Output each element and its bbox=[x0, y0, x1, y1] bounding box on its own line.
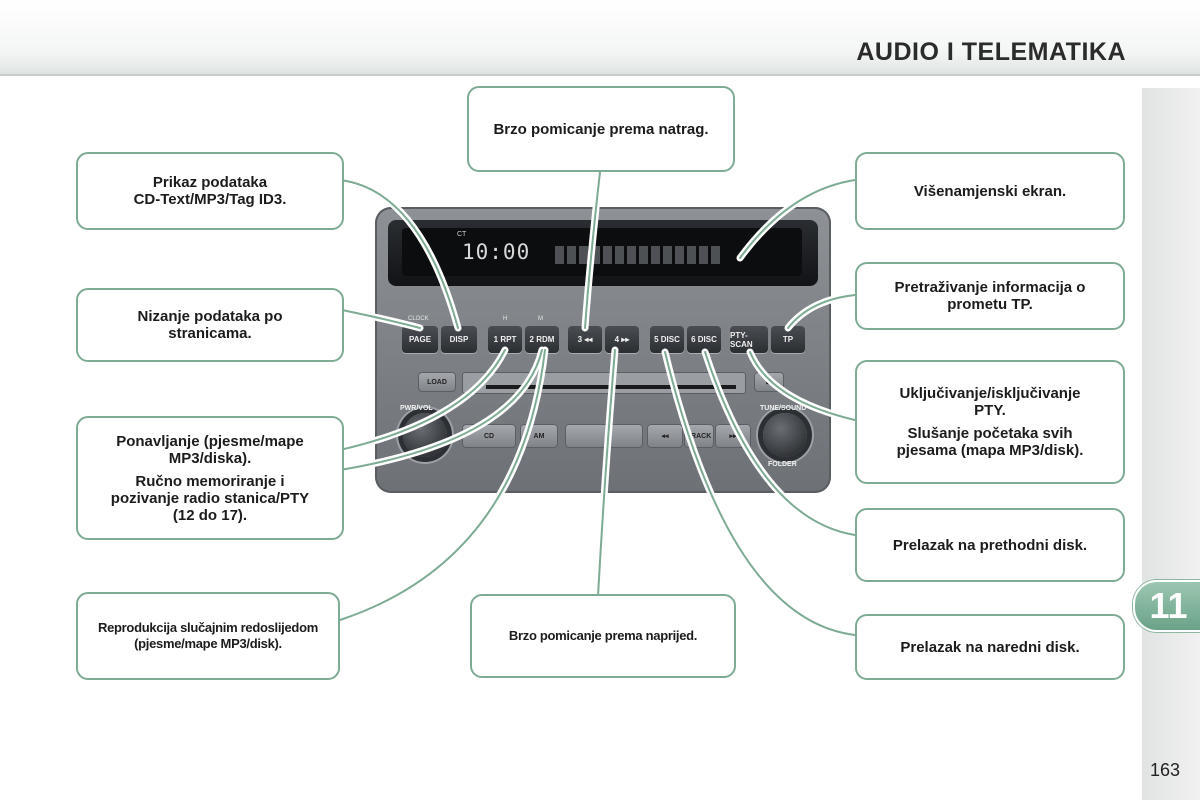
callout-cd-text-line1: Prikaz podataka bbox=[152, 174, 268, 191]
pwr-vol-label: PWR/VOL bbox=[400, 405, 433, 412]
callout-tp-line1: Pretraživanje informacija o bbox=[894, 279, 1086, 296]
leader-pty bbox=[746, 348, 859, 424]
callout-random: Reprodukcija slučajnim redoslijedom (pje… bbox=[76, 592, 340, 680]
callout-forward-text: Brzo pomicanje prema naprijed. bbox=[508, 628, 698, 643]
callout-repeat-line1: Ponavljanje (pjesme/mape bbox=[116, 432, 304, 450]
callout-forward: Brzo pomicanje prema naprijed. bbox=[470, 594, 736, 678]
callout-pty-line1: Uključivanje/isključivanje bbox=[899, 385, 1081, 402]
chapter-tab[interactable]: 11 bbox=[1133, 580, 1200, 632]
leader-tp bbox=[784, 291, 859, 332]
callout-memory-line1: Ručno memoriranje i bbox=[135, 472, 285, 490]
callout-cd-text: Prikaz podataka CD-Text/MP3/Tag ID3. bbox=[76, 152, 344, 230]
leader-screen bbox=[736, 176, 859, 262]
callout-memory-line2: pozivanje radio stanica/PTY bbox=[110, 489, 310, 507]
page-number: 163 bbox=[1150, 760, 1181, 780]
callout-tp-line2: prometu TP. bbox=[947, 296, 1033, 313]
leader-next-disc bbox=[661, 348, 859, 639]
header-band bbox=[0, 0, 1200, 76]
callout-random-line1: Reprodukcija slučajnim redoslijedom bbox=[98, 620, 318, 635]
tune-sound-knob[interactable] bbox=[763, 413, 807, 457]
callout-pty-line2: PTY. bbox=[974, 402, 1006, 419]
callout-screen-text: Višenamjenski ekran. bbox=[913, 182, 1067, 200]
display-clock: 10:00 bbox=[462, 240, 531, 264]
callout-paging: Nizanje podataka po stranicama. bbox=[76, 288, 344, 362]
leader-rpt bbox=[336, 346, 509, 454]
track-prev-button[interactable]: ◂◂ bbox=[647, 424, 683, 448]
callout-tp: Pretraživanje informacija o prometu TP. bbox=[855, 262, 1125, 330]
callout-rewind: Brzo pomicanje prema natrag. bbox=[467, 86, 735, 172]
preset-5-disc-button[interactable]: 5 DISC bbox=[650, 326, 684, 353]
callout-screen: Višenamjenski ekran. bbox=[855, 152, 1125, 230]
callout-next-disc: Prelazak na naredni disk. bbox=[855, 614, 1125, 680]
callout-next-disc-text: Prelazak na naredni disk. bbox=[900, 638, 1080, 656]
callout-repeat-memory: Ponavljanje (pjesme/mape MP3/diska). Ruč… bbox=[76, 416, 344, 540]
page-button[interactable]: PAGE bbox=[402, 326, 438, 353]
callout-memory-line3: (12 do 17). bbox=[172, 506, 248, 524]
callout-prev-disc-text: Prelazak na prethodni disk. bbox=[892, 536, 1088, 554]
pty-scan-button[interactable]: PTY-SCAN bbox=[730, 326, 768, 353]
minute-label: M bbox=[538, 316, 543, 322]
callout-pty-scan: Uključivanje/isključivanje PTY. Slušanje… bbox=[855, 360, 1125, 484]
tune-sound-label: TUNE/SOUND bbox=[760, 405, 807, 412]
preset-1-rpt-button[interactable]: 1 RPT bbox=[488, 326, 522, 353]
callout-paging-line2: stranicama. bbox=[168, 325, 252, 342]
side-strip bbox=[1142, 88, 1200, 800]
clock-label: CLOCK bbox=[408, 316, 429, 322]
folder-label: FOLDER bbox=[768, 461, 797, 468]
display-dot-matrix bbox=[555, 246, 720, 264]
fm-button[interactable] bbox=[565, 424, 643, 448]
callout-paging-line1: Nizanje podataka po bbox=[137, 308, 283, 325]
leader-disp bbox=[336, 176, 462, 332]
callout-scan-line1: Slušanje početaka svih bbox=[907, 425, 1073, 442]
load-button[interactable]: LOAD bbox=[418, 372, 456, 392]
page-title: AUDIO I TELEMATIKA bbox=[856, 38, 1126, 66]
callout-scan-line2: pjesama (mapa MP3/disk). bbox=[896, 442, 1084, 459]
preset-6-disc-button[interactable]: 6 DISC bbox=[687, 326, 721, 353]
leader-rdm bbox=[336, 346, 549, 624]
callout-repeat-line2: MP3/diska). bbox=[168, 449, 252, 467]
leader-prev-disc bbox=[701, 348, 859, 539]
display-ct-label: CT bbox=[457, 231, 467, 238]
callout-random-line2: (pjesme/mape MP3/disk). bbox=[134, 636, 282, 651]
callout-rewind-text: Brzo pomicanje prema natrag. bbox=[493, 120, 709, 138]
callout-cd-text-line2: CD-Text/MP3/Tag ID3. bbox=[133, 191, 287, 208]
preset-4-forward-button[interactable]: 4 ▸▸ bbox=[605, 326, 639, 353]
hour-label: H bbox=[503, 316, 508, 322]
callout-prev-disc: Prelazak na prethodni disk. bbox=[855, 508, 1125, 582]
